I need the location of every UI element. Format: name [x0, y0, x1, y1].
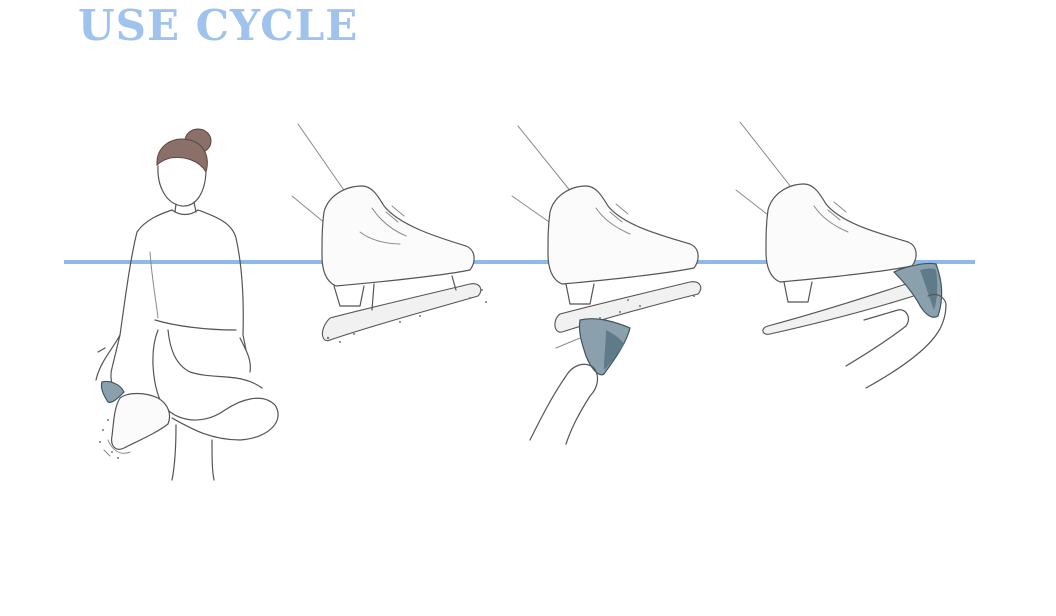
blade	[762, 281, 924, 335]
boot	[547, 185, 699, 285]
skater-boot	[111, 392, 171, 450]
ice-spray	[326, 289, 487, 343]
legs	[152, 329, 279, 441]
blade	[554, 281, 702, 333]
boot	[765, 183, 917, 283]
sweater	[110, 209, 173, 389]
blade	[321, 283, 482, 342]
panel-guard-onto-blade-heel	[511, 125, 702, 445]
hand	[865, 293, 947, 389]
panel-skate-on-ice	[291, 123, 487, 343]
skate-guard	[578, 318, 631, 376]
hair	[156, 128, 212, 174]
panel-guard-onto-blade-toe	[735, 121, 947, 389]
head	[157, 165, 207, 207]
diagram-title: USE CYCLE	[78, 1, 359, 50]
ice-spray	[599, 295, 695, 319]
ice-spray	[99, 419, 119, 459]
skate-guard	[100, 380, 125, 403]
hand	[529, 363, 599, 445]
panel-skater-holding-guard	[95, 128, 279, 481]
boot	[321, 185, 475, 287]
